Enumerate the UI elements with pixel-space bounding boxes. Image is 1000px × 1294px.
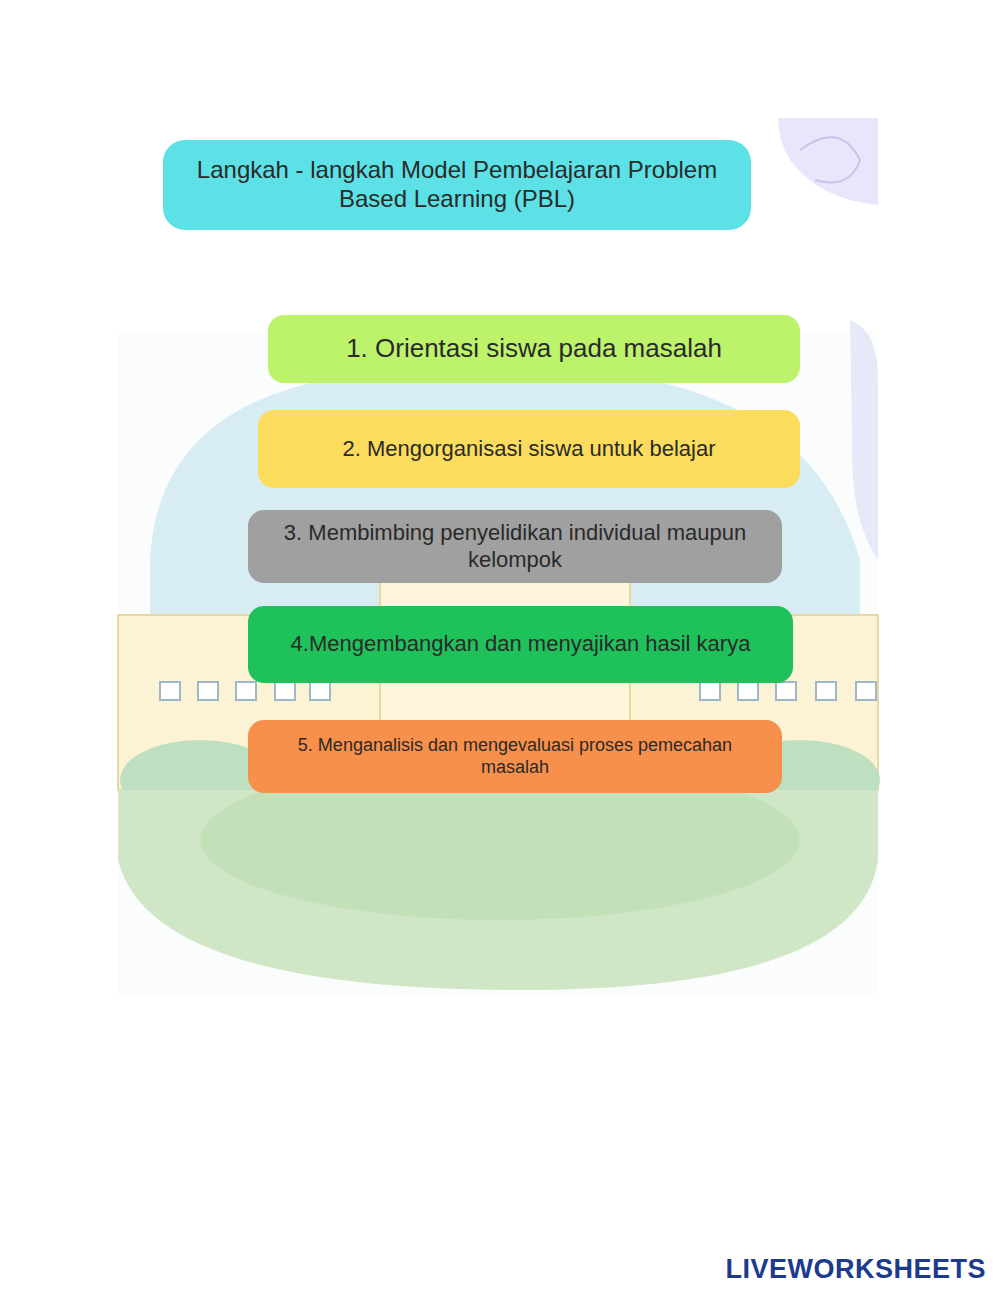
- corner-swirl: [800, 137, 860, 182]
- step-box: 3. Membimbing penyelidikan individual ma…: [248, 510, 782, 583]
- step-text: 4.Mengembangkan dan menyajikan hasil kar…: [291, 631, 751, 657]
- window: [776, 682, 796, 700]
- step-box: 1. Orientasi siswa pada masalah: [268, 315, 800, 383]
- window: [700, 682, 720, 700]
- corner-decoration: [778, 118, 878, 205]
- window: [275, 682, 295, 700]
- watermark: LIVEWORKSHEETS: [725, 1254, 986, 1285]
- window: [738, 682, 758, 700]
- window: [160, 682, 180, 700]
- step-text: 1. Orientasi siswa pada masalah: [346, 333, 722, 364]
- window: [198, 682, 218, 700]
- side-blob: [850, 320, 878, 560]
- window: [856, 682, 876, 700]
- windows: [160, 682, 876, 700]
- window: [236, 682, 256, 700]
- step-box: 5. Menganalisis dan mengevaluasi proses …: [248, 720, 782, 793]
- window: [816, 682, 836, 700]
- illustration-ground: [118, 330, 878, 998]
- title-band: Langkah - langkah Model Pembelajaran Pro…: [163, 140, 751, 230]
- step-text: 2. Mengorganisasi siswa untuk belajar: [343, 436, 716, 462]
- window: [310, 682, 330, 700]
- title-text: Langkah - langkah Model Pembelajaran Pro…: [183, 156, 731, 214]
- step-box: 4.Mengembangkan dan menyajikan hasil kar…: [248, 606, 793, 683]
- step-text: 5. Menganalisis dan mengevaluasi proses …: [262, 735, 768, 778]
- step-text: 3. Membimbing penyelidikan individual ma…: [262, 520, 768, 573]
- step-box: 2. Mengorganisasi siswa untuk belajar: [258, 410, 800, 488]
